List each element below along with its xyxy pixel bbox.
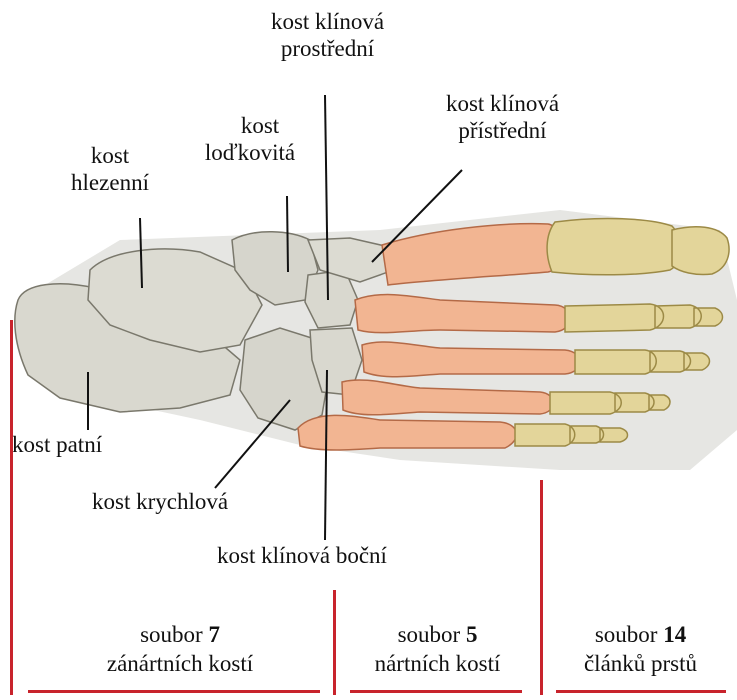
phalanx-big-toe-distal bbox=[672, 227, 729, 275]
group-metatarsals-description: nártních kostí bbox=[345, 649, 530, 678]
label-navicular: kost loďkovitá bbox=[180, 112, 320, 166]
group-phalanges-word: soubor bbox=[595, 622, 658, 647]
phalanx-toe-5 bbox=[515, 424, 628, 446]
label-cuboid: kost krychlová bbox=[92, 488, 228, 515]
underline-phalanges bbox=[556, 690, 726, 693]
label-calcaneus: kost patní bbox=[12, 431, 102, 458]
label-navicular-line1: kost bbox=[180, 112, 320, 139]
label-talus-line2: hlezenní bbox=[45, 169, 175, 196]
label-intermediate-cuneiform: kost klínová prostřední bbox=[245, 8, 410, 62]
underline-metatarsals bbox=[350, 690, 522, 693]
group-metatarsals: soubor 5 nártních kostí bbox=[345, 620, 530, 678]
divider-middle-vertical bbox=[333, 590, 336, 695]
label-talus: kost hlezenní bbox=[45, 142, 175, 196]
label-intermediate-cuneiform-line1: kost klínová bbox=[245, 8, 410, 35]
label-talus-line1: kost bbox=[45, 142, 175, 169]
phalanx-toe-3 bbox=[575, 350, 710, 374]
group-metatarsals-word: soubor bbox=[398, 622, 461, 647]
underline-tarsals bbox=[28, 690, 320, 693]
label-intermediate-cuneiform-line2: prostřední bbox=[245, 35, 410, 62]
divider-right-vertical bbox=[540, 480, 543, 695]
group-tarsals-description: zánártních kostí bbox=[40, 649, 320, 678]
leader-navicular bbox=[287, 196, 288, 272]
label-navicular-line2: loďkovitá bbox=[180, 139, 320, 166]
divider-left-vertical bbox=[10, 320, 13, 695]
phalanx-toe-4 bbox=[550, 392, 670, 414]
group-phalanges-description: článků prstů bbox=[548, 649, 733, 678]
group-tarsals-count: 7 bbox=[208, 622, 220, 647]
label-lateral-cuneiform: kost klínová boční bbox=[217, 542, 387, 569]
label-medial-cuneiform-line1: kost klínová bbox=[415, 90, 590, 117]
group-tarsals-word: soubor bbox=[140, 622, 203, 647]
label-medial-cuneiform: kost klínová přístřední bbox=[415, 90, 590, 144]
group-metatarsals-count: 5 bbox=[466, 622, 478, 647]
phalanx-big-toe-proximal bbox=[547, 219, 681, 275]
label-medial-cuneiform-line2: přístřední bbox=[415, 117, 590, 144]
group-phalanges-count: 14 bbox=[663, 622, 686, 647]
group-phalanges: soubor 14 článků prstů bbox=[548, 620, 733, 678]
group-tarsals: soubor 7 zánártních kostí bbox=[40, 620, 320, 678]
